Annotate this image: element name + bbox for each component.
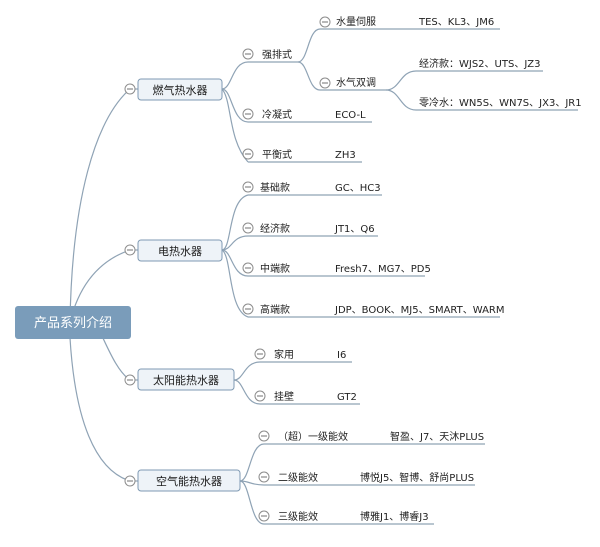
collapse-icon[interactable]	[254, 348, 266, 360]
collapse-icon[interactable]	[242, 181, 254, 193]
type-label: 挂壁	[274, 390, 294, 403]
collapse-icon[interactable]	[242, 148, 254, 160]
collapse-icon[interactable]	[124, 83, 136, 95]
leaf-label: JDP、BOOK、MJ5、SMART、WARM	[334, 305, 505, 316]
collapse-icon[interactable]	[242, 222, 254, 234]
category-label: 太阳能热水器	[153, 373, 219, 387]
leaf-label: Fresh7、MG7、PD5	[335, 264, 431, 275]
collapse-icon[interactable]	[319, 77, 331, 89]
leaf-label: I6	[337, 350, 346, 361]
collapse-icon[interactable]	[242, 48, 254, 60]
root-label: 产品系列介绍	[34, 316, 112, 331]
root-node[interactable]: 产品系列介绍	[15, 306, 131, 339]
connectors	[69, 28, 578, 525]
collapse-icon[interactable]	[258, 430, 270, 442]
leaf-label: ZH3	[335, 150, 356, 161]
category-label: 电热水器	[158, 245, 202, 258]
leaf-label: GC、HC3	[335, 183, 381, 194]
type-label: 冷凝式	[262, 108, 292, 121]
category-label: 燃气热水器	[153, 83, 208, 97]
category-node-air[interactable]: 空气能热水器	[137, 469, 241, 492]
category-label: 空气能热水器	[156, 474, 222, 488]
type-label: 平衡式	[262, 148, 292, 161]
leaf-label: 经济款：WJS2、UTS、JZ3	[419, 57, 540, 70]
collapse-icon[interactable]	[258, 471, 270, 483]
type-label: 经济款	[260, 222, 290, 235]
leaf-label: GT2	[337, 392, 357, 403]
collapse-icon[interactable]	[124, 374, 136, 386]
collapse-icon[interactable]	[242, 108, 254, 120]
category-node-gas[interactable]: 燃气热水器	[137, 78, 223, 101]
type-label: 二级能效	[278, 471, 318, 484]
collapse-icon[interactable]	[124, 244, 136, 256]
type-label: （超）一级能效	[278, 430, 348, 443]
collapse-icon[interactable]	[242, 303, 254, 315]
leaf-label: TES、KL3、JM6	[418, 17, 494, 28]
leaf-label: ECO-L	[335, 110, 366, 121]
collapse-icon[interactable]	[258, 510, 270, 522]
type-label: 中端款	[260, 262, 290, 275]
collapse-icon[interactable]	[319, 16, 331, 28]
type-label: 家用	[274, 348, 294, 361]
type-label: 高端款	[260, 303, 290, 316]
category-node-electric[interactable]: 电热水器	[137, 239, 223, 262]
type-label: 三级能效	[278, 510, 318, 523]
type-label: 基础款	[260, 181, 290, 194]
collapse-icon[interactable]	[242, 262, 254, 274]
leaf-label: 智盈、J7、天沐PLUS	[390, 430, 484, 443]
category-node-solar[interactable]: 太阳能热水器	[137, 368, 235, 391]
leaf-label: JT1、Q6	[334, 224, 375, 235]
subtype-label: 水量伺服	[336, 15, 376, 28]
subtype-label: 水气双调	[336, 76, 376, 89]
type-label: 强排式	[262, 48, 292, 61]
leaf-label: 博悦J5、智博、舒尚PLUS	[360, 471, 474, 484]
leaf-label: 零冷水：WN5S、WN7S、JX3、JR1	[419, 96, 582, 109]
collapse-icon[interactable]	[254, 390, 266, 402]
leaf-label: 博雅J1、博睿J3	[360, 510, 429, 523]
collapse-icon[interactable]	[124, 475, 136, 487]
